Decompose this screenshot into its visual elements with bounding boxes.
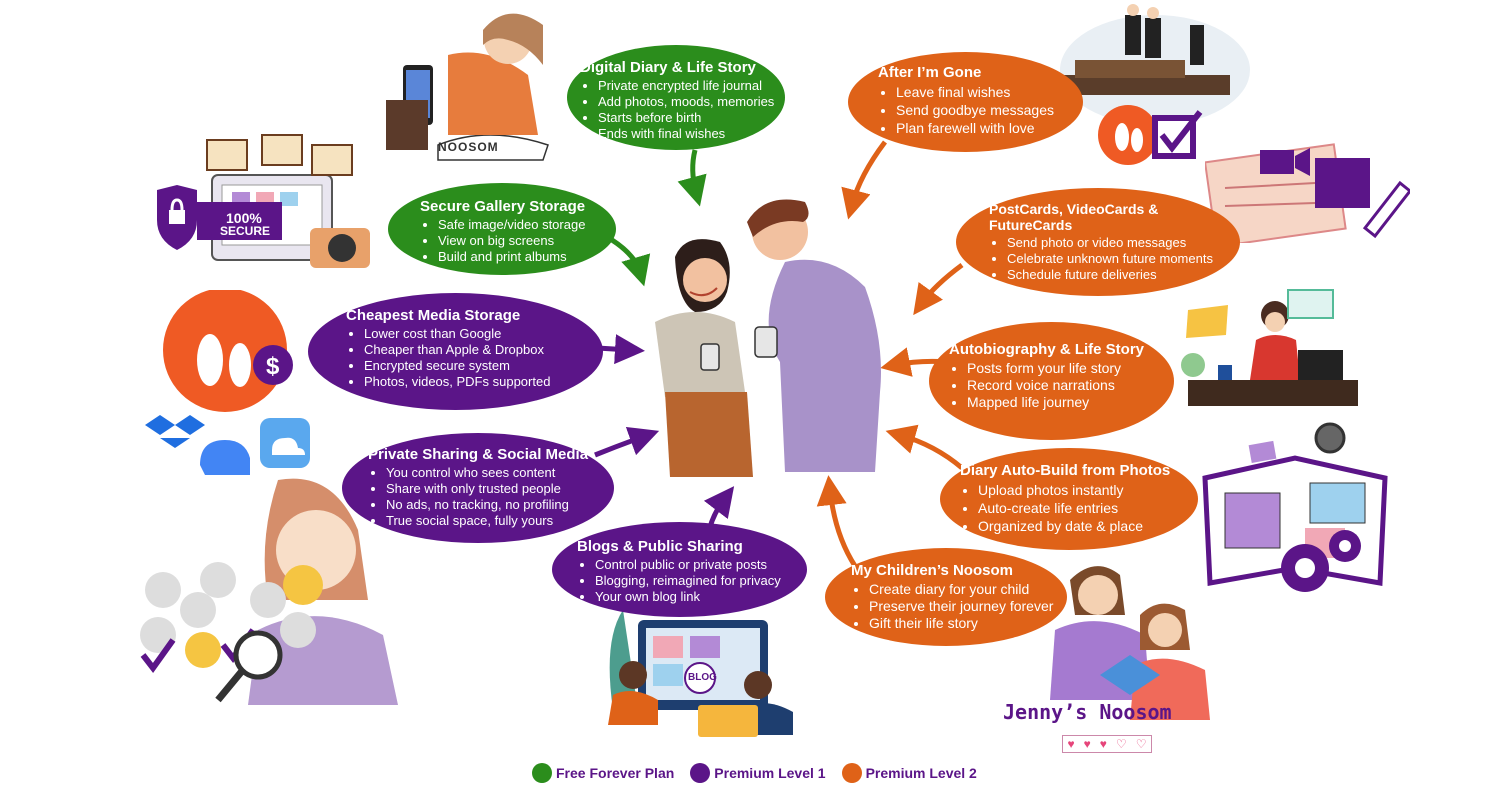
bubble-title: PostCards, VideoCards & FutureCards	[989, 201, 1159, 233]
couple-illustration	[655, 199, 881, 477]
arrow-cards	[913, 262, 964, 316]
bubble-list: Safe image/video storage View on big scr…	[420, 217, 616, 265]
social-people-illustration	[140, 478, 398, 705]
heart-icon: ♥	[1099, 737, 1107, 751]
gear-icon	[1329, 530, 1361, 562]
google-cloud-icon	[200, 440, 250, 475]
blog-badge: BLOG	[688, 672, 717, 683]
legend-dot-purple	[690, 763, 711, 783]
bubble-list: Private encrypted life journal Add photo…	[580, 78, 785, 142]
bubble-list: Upload photos instantly Auto-create life…	[960, 481, 1198, 535]
bubble-auto-build: Diary Auto-Build from Photos Upload phot…	[940, 448, 1198, 550]
bubble-autobiography: Autobiography & Life Story Posts form yo…	[929, 322, 1174, 440]
bubble-private-sharing: Private Sharing & Social Media You contr…	[342, 433, 614, 543]
bubble-title: My Children’s Noosom	[851, 562, 1013, 579]
jenny-noosom-label: Jenny’s Noosom	[1003, 700, 1172, 724]
bubble-children: My Children’s Noosom Create diary for yo…	[825, 548, 1067, 646]
mother-child-illustration	[1050, 566, 1210, 720]
gear-icon	[1281, 544, 1329, 592]
cloud-storage-illustration: $	[145, 290, 310, 475]
legend-dot-orange	[841, 763, 862, 783]
secure-badge-line2: SECURE	[220, 224, 271, 238]
secure-badge-line1: 100%	[226, 210, 262, 226]
heart-rating: ♥ ♥ ♥ ♡ ♡	[1062, 735, 1152, 753]
funeral-illustration	[1060, 4, 1250, 165]
bubble-after-gone: After I’m Gone Leave final wishes Send g…	[848, 52, 1083, 152]
pencil-icon	[1362, 180, 1410, 239]
bubble-title: Private Sharing & Social Media	[368, 446, 589, 463]
bubble-list: Send photo or video messages Celebrate u…	[989, 235, 1240, 283]
arrow-sharing	[594, 426, 660, 458]
dollar-icon	[253, 345, 293, 385]
bubble-title: Blogs & Public Sharing	[577, 538, 743, 555]
bubble-list: Posts form your life story Record voice …	[949, 360, 1174, 411]
postcards-illustration	[1205, 143, 1410, 243]
bubble-title: After I’m Gone	[878, 64, 982, 81]
bubble-digital-diary: Digital Diary & Life Story Private encry…	[567, 45, 785, 150]
dropbox-icon	[145, 415, 205, 448]
arrow-diary	[677, 149, 707, 207]
checkbox-icon	[1152, 110, 1203, 159]
blogging-illustration	[608, 610, 793, 737]
arrow-after	[841, 140, 887, 220]
bubble-list: You control who sees content Share with …	[368, 465, 614, 529]
noosom-book-text: NOOSOM	[438, 140, 499, 154]
camera-icon	[328, 234, 356, 262]
bubble-title: Diary Auto-Build from Photos	[960, 462, 1171, 479]
bubble-list: Leave final wishes Send goodbye messages…	[878, 83, 1083, 137]
arrow-autobuild	[885, 424, 964, 470]
heart-icon: ♥	[1083, 737, 1091, 751]
bubble-list: Create diary for your child Preserve the…	[851, 581, 1067, 632]
legend-dot-green	[532, 763, 552, 783]
legend-item-premium-2: Premium Level 2	[841, 763, 977, 783]
bubble-cheapest-media: Cheapest Media Storage Lower cost than G…	[308, 293, 603, 410]
bubble-cards: PostCards, VideoCards & FutureCards Send…	[956, 188, 1240, 296]
video-camera-icon	[1260, 148, 1310, 176]
plan-legend: Free Forever Plan Premium Level 1 Premiu…	[532, 762, 993, 784]
bubble-list: Control public or private posts Blogging…	[577, 557, 807, 605]
autobiography-illustration	[1181, 289, 1358, 406]
heart-icon: ♥	[1067, 737, 1075, 751]
bubble-list: Lower cost than Google Cheaper than Appl…	[346, 326, 603, 390]
secure-gallery-illustration	[157, 134, 370, 268]
bubble-title: Autobiography & Life Story	[949, 341, 1144, 358]
legend-item-premium-1: Premium Level 1	[690, 763, 826, 783]
bubble-secure-gallery: Secure Gallery Storage Safe image/video …	[388, 183, 616, 275]
bubble-title: Digital Diary & Life Story	[580, 59, 756, 76]
heart-icon: ♡	[1115, 737, 1127, 751]
legend-item-free: Free Forever Plan	[532, 763, 674, 783]
magnifier-icon	[215, 630, 283, 703]
bubble-title: Secure Gallery Storage	[420, 198, 586, 215]
arrow-gallery	[610, 237, 651, 287]
heart-icon: ♡	[1135, 737, 1147, 751]
footprint-icon	[197, 334, 251, 387]
writing-girl-illustration	[386, 13, 549, 161]
arrow-children	[816, 475, 858, 568]
bubble-blogs: Blogs & Public Sharing Control public or…	[552, 522, 807, 617]
svg-text:$: $	[266, 353, 280, 380]
bubble-title: Cheapest Media Storage	[346, 307, 521, 324]
photo-album-illustration	[1202, 422, 1388, 592]
